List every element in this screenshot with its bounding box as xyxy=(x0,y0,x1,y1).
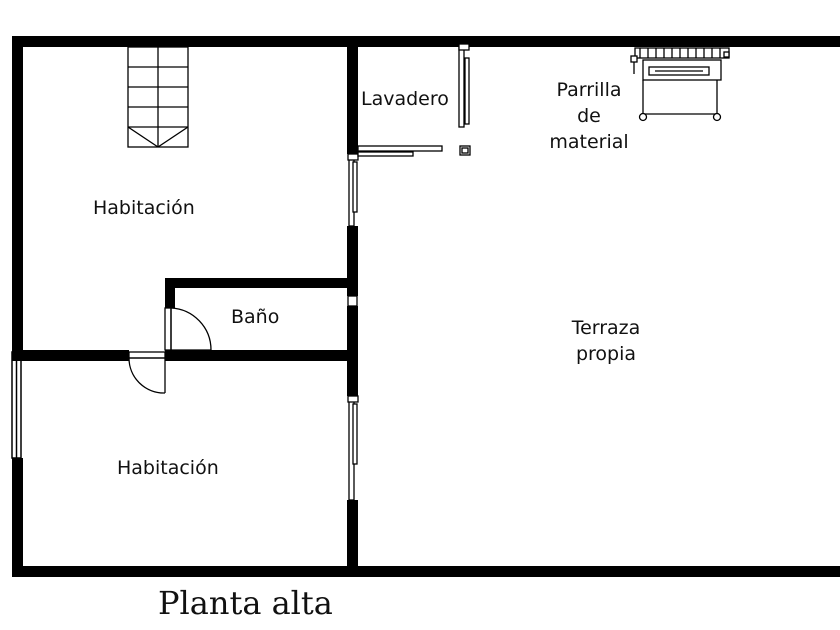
wall-horizontal-left xyxy=(12,350,129,361)
wall-left-upper xyxy=(12,36,23,352)
wall-bath-left xyxy=(165,278,175,308)
window-left xyxy=(11,351,22,459)
wall-center-bottom xyxy=(347,500,358,577)
terrace-label-line2: propia xyxy=(575,343,637,365)
terrace-label-line1: Terraza xyxy=(571,317,641,339)
room-label-bedroom-lower: Habitación xyxy=(117,457,219,479)
wall-top xyxy=(12,36,840,47)
wall-bath-top xyxy=(165,278,357,288)
laundry-partitions xyxy=(357,43,471,157)
room-label-bathroom: Baño xyxy=(231,306,280,328)
interior-walls xyxy=(12,36,358,577)
wall-left-lower xyxy=(12,458,23,577)
bedroom-door xyxy=(128,351,166,394)
grill-label-line1: Parrilla xyxy=(556,79,622,101)
room-label-bedroom-upper: Habitación xyxy=(93,197,195,219)
room-label-grill: Parrilla de material xyxy=(540,77,638,155)
wall-center-mid xyxy=(347,226,358,296)
sliding-door-upper xyxy=(347,153,359,227)
bathroom-door xyxy=(164,307,212,351)
wall-opening-mid xyxy=(347,295,358,307)
grill-icon xyxy=(630,47,730,122)
wall-horizontal-right xyxy=(165,350,357,361)
grill-label-line2: de xyxy=(577,105,601,127)
wall-center-top xyxy=(347,36,358,154)
room-label-laundry: Lavadero xyxy=(361,88,449,110)
sliding-door-lower xyxy=(347,395,359,501)
room-label-terrace: Terraza propia xyxy=(554,315,658,367)
outer-walls xyxy=(12,36,840,577)
wall-bottom xyxy=(12,566,840,577)
stairs xyxy=(127,46,189,148)
plan-title: Planta alta xyxy=(158,584,333,622)
grill-label-line3: material xyxy=(549,131,629,153)
